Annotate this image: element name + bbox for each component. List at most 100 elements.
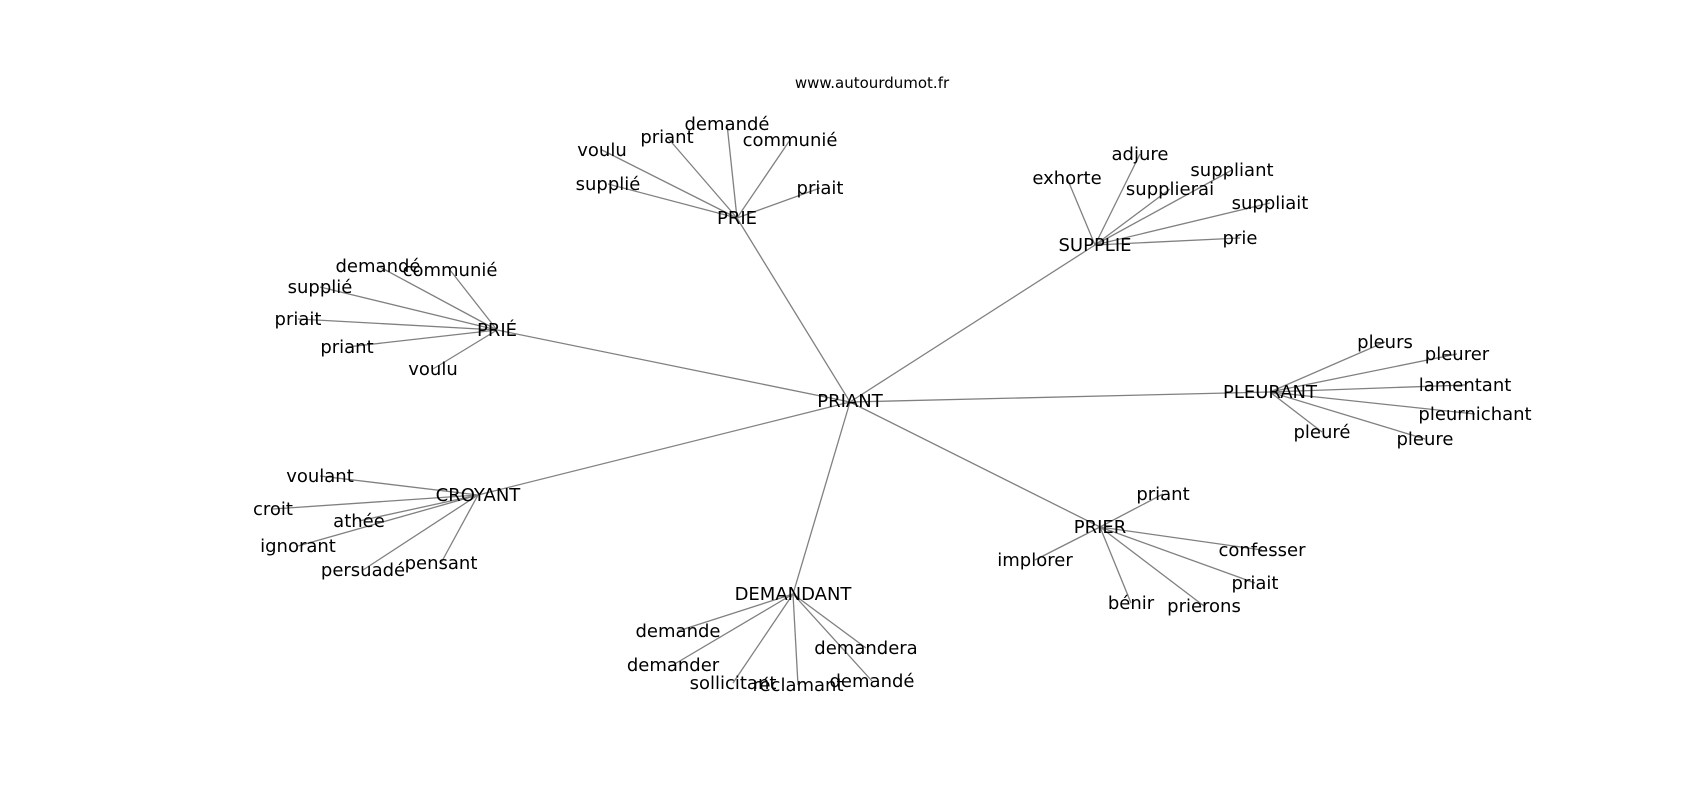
edge-pleurant-leaf: [1269, 353, 1458, 393]
leaf-node-label[interactable]: priait: [1232, 573, 1279, 594]
leaf-node-label[interactable]: demandé: [685, 114, 770, 135]
leaf-node-label[interactable]: supplierai: [1126, 179, 1214, 200]
leaf-node-label[interactable]: lamentant: [1419, 375, 1512, 396]
edge-prie-accent-leaf: [432, 329, 498, 370]
edge-prie-leaf: [736, 139, 791, 219]
leaf-node-label[interactable]: priait: [275, 309, 322, 330]
leaf-node-label[interactable]: priant: [640, 127, 693, 148]
edge-croyant-leaf: [319, 475, 479, 496]
center-node-label[interactable]: PRIANT: [817, 391, 883, 412]
leaf-node-label[interactable]: communié: [743, 130, 838, 151]
leaf-node-label[interactable]: croit: [253, 499, 293, 520]
leaf-node-label[interactable]: demandé: [830, 671, 915, 692]
leaf-node-label[interactable]: priant: [1136, 484, 1189, 505]
hub-node-label[interactable]: CROYANT: [436, 485, 522, 506]
edge-prier-leaf: [1099, 526, 1263, 551]
leaf-node-label[interactable]: communié: [403, 260, 498, 281]
edge-prie-leaf: [601, 149, 738, 219]
edge-prie-accent-leaf: [377, 265, 498, 331]
leaf-node-label[interactable]: voulu: [577, 140, 626, 161]
hub-node-label[interactable]: PRIE: [717, 208, 757, 229]
edge-croyant-leaf: [297, 494, 479, 547]
leaf-node-label[interactable]: priant: [320, 337, 373, 358]
leaf-node-label[interactable]: priait: [797, 178, 844, 199]
leaf-node-label[interactable]: pleurnichant: [1418, 404, 1531, 425]
edge-center-supplie: [849, 244, 1096, 403]
edge-pleurant-leaf: [1269, 341, 1386, 393]
leaf-node-label[interactable]: voulant: [286, 466, 354, 487]
leaf-node-label[interactable]: supplié: [288, 277, 353, 298]
edge-center-prier: [849, 401, 1101, 528]
leaf-node-label[interactable]: pleurer: [1425, 344, 1490, 365]
edge-prie-leaf: [607, 183, 738, 219]
leaf-node-label[interactable]: demandé: [336, 256, 421, 277]
edge-demandant-leaf: [677, 593, 794, 632]
edge-croyant-leaf: [440, 494, 479, 564]
edges-layer: [272, 123, 1476, 686]
edge-demandant-leaf: [792, 593, 799, 686]
edge-supplie-leaf: [1094, 188, 1171, 246]
edge-center-pleurant: [849, 391, 1271, 403]
edge-center-prie-accent: [496, 329, 851, 403]
edge-prie-accent-leaf: [297, 318, 498, 331]
leaf-node-label[interactable]: pensant: [405, 553, 478, 574]
edge-prie-accent-leaf: [319, 286, 498, 331]
edge-prie-leaf: [666, 136, 738, 219]
edge-pleurant-leaf: [1269, 384, 1466, 393]
edge-pleurant-leaf: [1269, 391, 1323, 433]
hub-node-label[interactable]: PRIER: [1074, 517, 1127, 538]
hub-node-label[interactable]: DEMANDANT: [735, 584, 853, 605]
edge-center-prie: [736, 217, 851, 403]
edge-prier-leaf: [1099, 526, 1256, 584]
edge-pleurant-leaf: [1269, 391, 1476, 415]
edge-supplie-leaf: [1094, 169, 1233, 246]
leaf-node-label[interactable]: prierons: [1167, 596, 1241, 617]
edge-prier-leaf: [1034, 526, 1101, 561]
edge-prie-leaf: [736, 187, 821, 219]
leaf-node-label[interactable]: pleurs: [1357, 332, 1413, 353]
leaf-node-label[interactable]: implorer: [997, 550, 1073, 571]
edge-croyant-leaf: [358, 494, 479, 522]
edge-prie-accent-leaf: [449, 269, 498, 331]
leaf-node-label[interactable]: suppliant: [1190, 160, 1273, 181]
labels-layer: www.autourdumot.fr PRIANT voulupriantdem…: [253, 74, 1532, 696]
site-watermark[interactable]: www.autourdumot.fr: [795, 74, 950, 92]
edge-prier-leaf: [1099, 526, 1132, 604]
leaf-node-label[interactable]: ignorant: [260, 536, 336, 557]
edge-demandant-leaf: [672, 593, 794, 666]
leaf-node-label[interactable]: persuadé: [321, 560, 405, 581]
leaf-node-label[interactable]: demander: [627, 655, 720, 676]
leaf-node-label[interactable]: suppliait: [1232, 193, 1309, 214]
edge-supplie-leaf: [1094, 153, 1141, 246]
edge-demandant-leaf: [792, 593, 867, 649]
leaf-node-label[interactable]: demandera: [814, 638, 917, 659]
edge-prie-leaf: [726, 123, 738, 219]
edge-prier-leaf: [1099, 526, 1205, 607]
leaf-node-label[interactable]: pleure: [1397, 429, 1454, 450]
edge-croyant-leaf: [272, 494, 479, 510]
leaf-node-label[interactable]: athée: [333, 511, 385, 532]
leaf-node-label[interactable]: demande: [636, 621, 721, 642]
leaf-node-label[interactable]: sollicitant: [690, 673, 777, 694]
leaf-node-label[interactable]: adjure: [1112, 144, 1169, 165]
leaf-node-label[interactable]: voulu: [408, 359, 457, 380]
leaf-node-label[interactable]: supplié: [576, 174, 641, 195]
leaf-node-label[interactable]: confesser: [1219, 540, 1307, 561]
leaf-node-label[interactable]: réclamant: [752, 675, 843, 696]
edge-prie-accent-leaf: [346, 329, 498, 348]
hub-node-label[interactable]: SUPPLIE: [1058, 235, 1131, 256]
leaf-node-label[interactable]: pleuré: [1294, 422, 1351, 443]
leaf-node-label[interactable]: prie: [1223, 228, 1258, 249]
edge-demandant-leaf: [792, 593, 873, 682]
hub-node-label[interactable]: PLEURANT: [1223, 382, 1318, 403]
hub-node-label[interactable]: PRIÉ: [477, 319, 517, 341]
edge-center-croyant: [477, 401, 851, 496]
edge-center-demandant: [792, 401, 851, 595]
leaf-node-label[interactable]: exhorte: [1032, 168, 1101, 189]
edge-croyant-leaf: [362, 494, 479, 571]
edge-supplie-leaf: [1094, 202, 1271, 246]
edge-pleurant-leaf: [1269, 391, 1426, 440]
leaf-node-label[interactable]: bénir: [1108, 593, 1155, 614]
edge-demandant-leaf: [732, 593, 794, 684]
